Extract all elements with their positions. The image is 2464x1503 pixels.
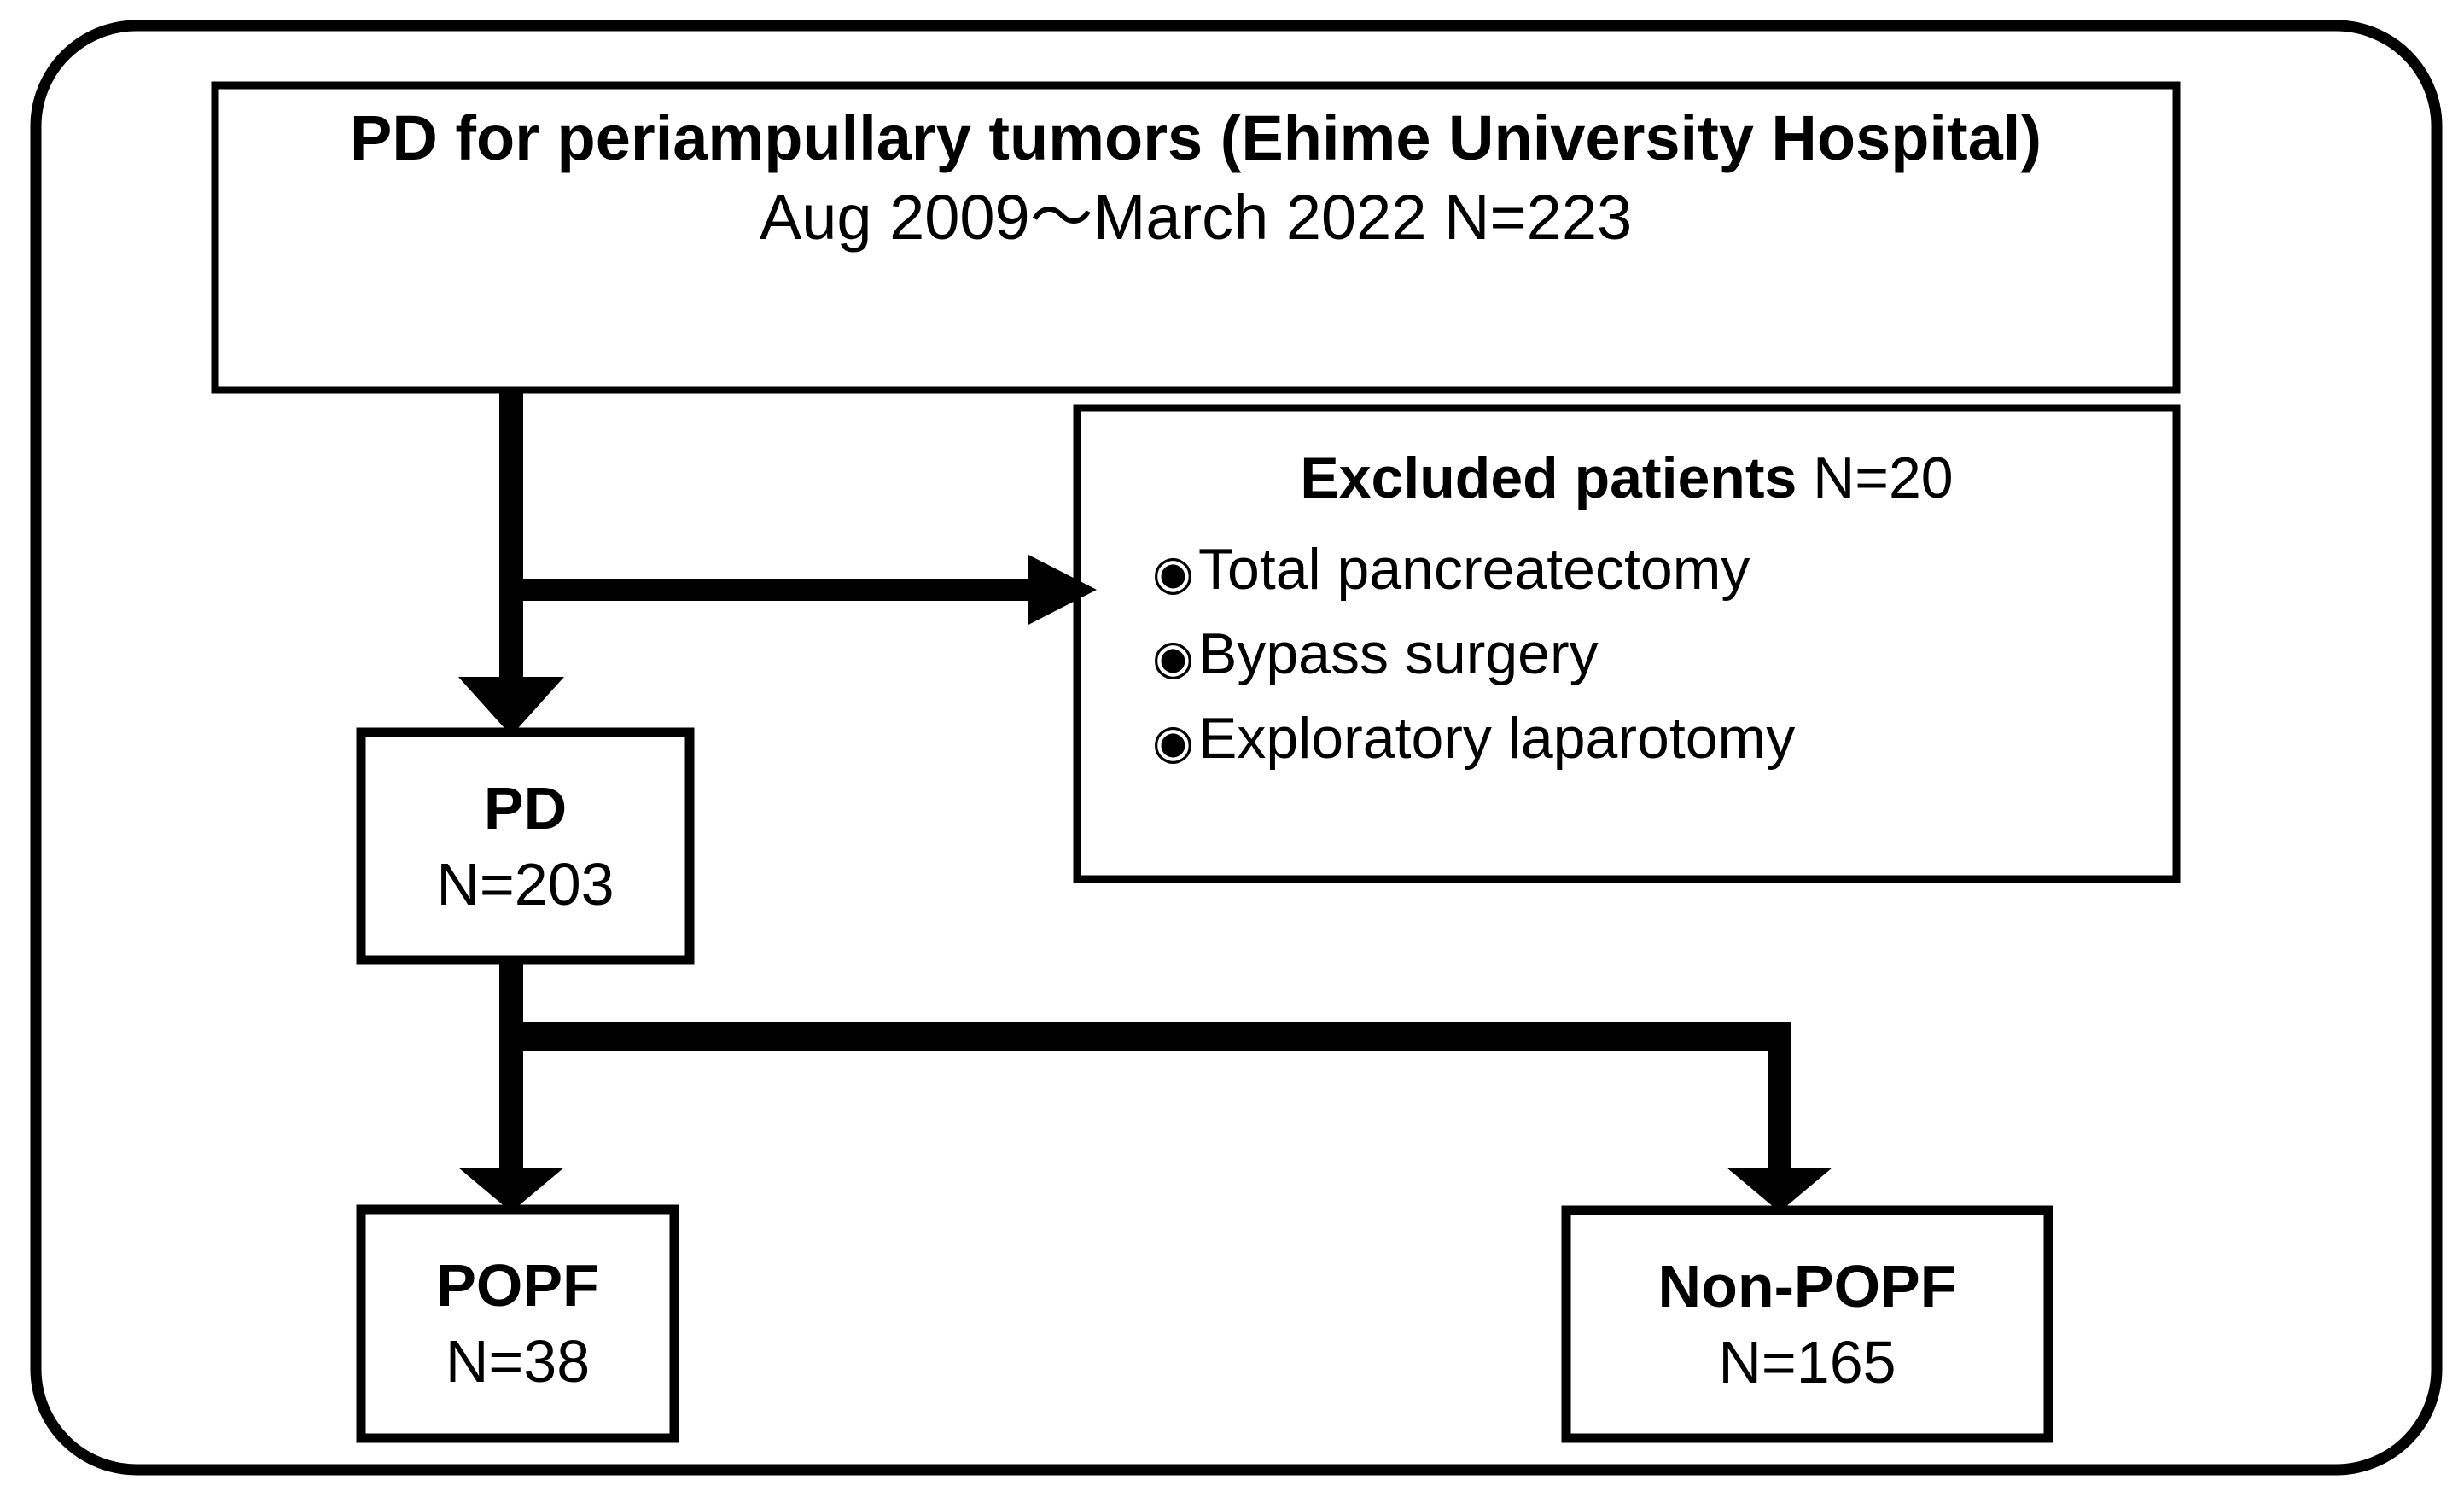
arrow-cohort-to-excluded	[511, 555, 1097, 625]
arrow-pd-to-popf	[458, 960, 564, 1212]
arrow-cohort-to-pd	[458, 390, 564, 736]
popf-box	[356, 1204, 679, 1443]
pd-box	[356, 727, 695, 965]
split-connector-bar	[511, 1022, 1791, 1051]
arrow-pd-to-non-popf	[1727, 1037, 1832, 1212]
excluded-box	[1073, 404, 2181, 883]
cohort-box	[211, 81, 2181, 394]
non-popf-box	[1561, 1205, 2053, 1443]
